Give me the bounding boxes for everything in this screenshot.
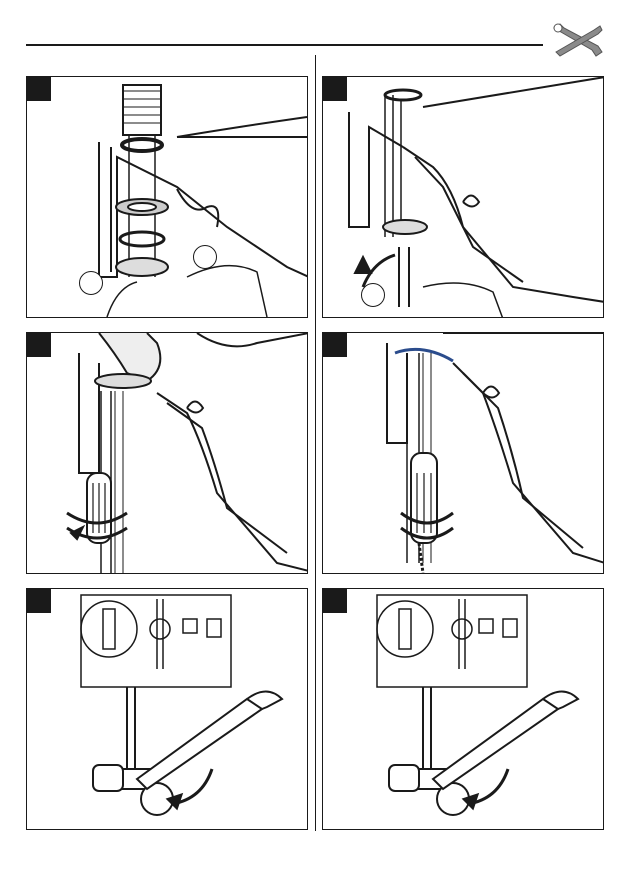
callout-1b — [193, 245, 217, 269]
screwdriver-tighten-icon — [323, 333, 604, 574]
step-5-panel — [26, 588, 308, 830]
step-3-panel — [26, 332, 308, 574]
callout-1a — [79, 271, 103, 295]
callout-2a — [361, 283, 385, 307]
step-6-panel — [322, 588, 604, 830]
step-4-panel — [322, 332, 604, 574]
step-2-marker — [323, 77, 347, 101]
wrench-screwdriver-icon — [552, 22, 604, 58]
step-6-marker — [323, 589, 347, 613]
step-1-panel — [26, 76, 308, 318]
step-4-marker — [323, 333, 347, 357]
step-2-panel — [322, 76, 604, 318]
wrench-valve-connect-icon — [323, 589, 604, 830]
faucet-hose-insert-icon — [323, 77, 604, 318]
step-5-marker — [27, 589, 51, 613]
faucet-mounting-nut-icon — [27, 77, 308, 318]
screwdriver-tighten-icon — [27, 333, 308, 574]
column-divider — [315, 55, 316, 831]
step-3-marker — [27, 333, 51, 357]
header-rule — [26, 44, 543, 46]
step-1-marker — [27, 77, 51, 101]
wrench-valve-connect-icon — [27, 589, 308, 830]
